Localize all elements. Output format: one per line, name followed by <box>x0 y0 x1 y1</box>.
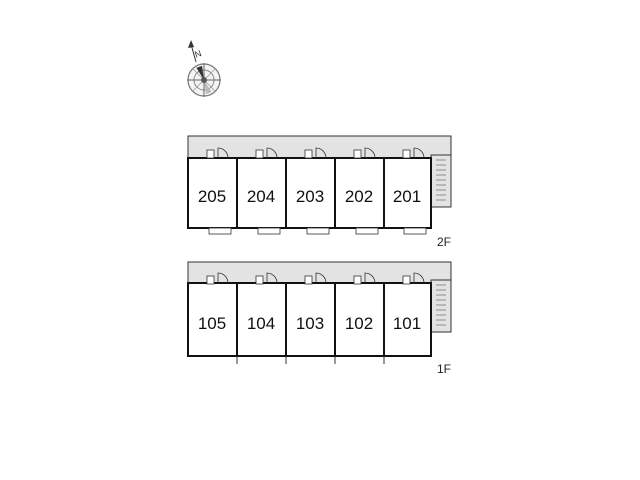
unit-201: 201 <box>383 147 432 235</box>
unit-202: 202 <box>334 147 385 235</box>
unit-number: 101 <box>393 314 421 333</box>
unit-number: 103 <box>296 314 324 333</box>
stair-steps <box>436 284 446 326</box>
unit-number: 204 <box>247 187 275 206</box>
floor-label: 2F <box>437 235 451 249</box>
unit-number: 104 <box>247 314 275 333</box>
unit-102: 102 <box>334 272 385 364</box>
floor-2f: 205 204 203 202 201 <box>187 135 452 249</box>
stair-steps <box>436 159 446 201</box>
unit-104: 104 <box>236 272 287 364</box>
floor-1f: 105 104 103 102 101 1F <box>187 261 452 376</box>
unit-103: 103 <box>285 272 336 364</box>
compass-north-label: N <box>193 48 203 60</box>
unit-number: 105 <box>198 314 226 333</box>
north-arrow-icon <box>188 40 197 63</box>
unit-105: 105 <box>187 272 238 364</box>
unit-number: 205 <box>198 187 226 206</box>
unit-number: 102 <box>345 314 373 333</box>
unit-205: 205 <box>187 147 238 235</box>
unit-203: 203 <box>285 147 336 235</box>
unit-number: 203 <box>296 187 324 206</box>
unit-101: 101 <box>383 272 432 357</box>
compass-rose-icon <box>187 63 221 97</box>
floor-label: 1F <box>437 362 451 376</box>
unit-number: 201 <box>393 187 421 206</box>
unit-number: 202 <box>345 187 373 206</box>
unit-204: 204 <box>236 147 287 235</box>
stairs <box>430 279 452 333</box>
stairs <box>430 154 452 208</box>
